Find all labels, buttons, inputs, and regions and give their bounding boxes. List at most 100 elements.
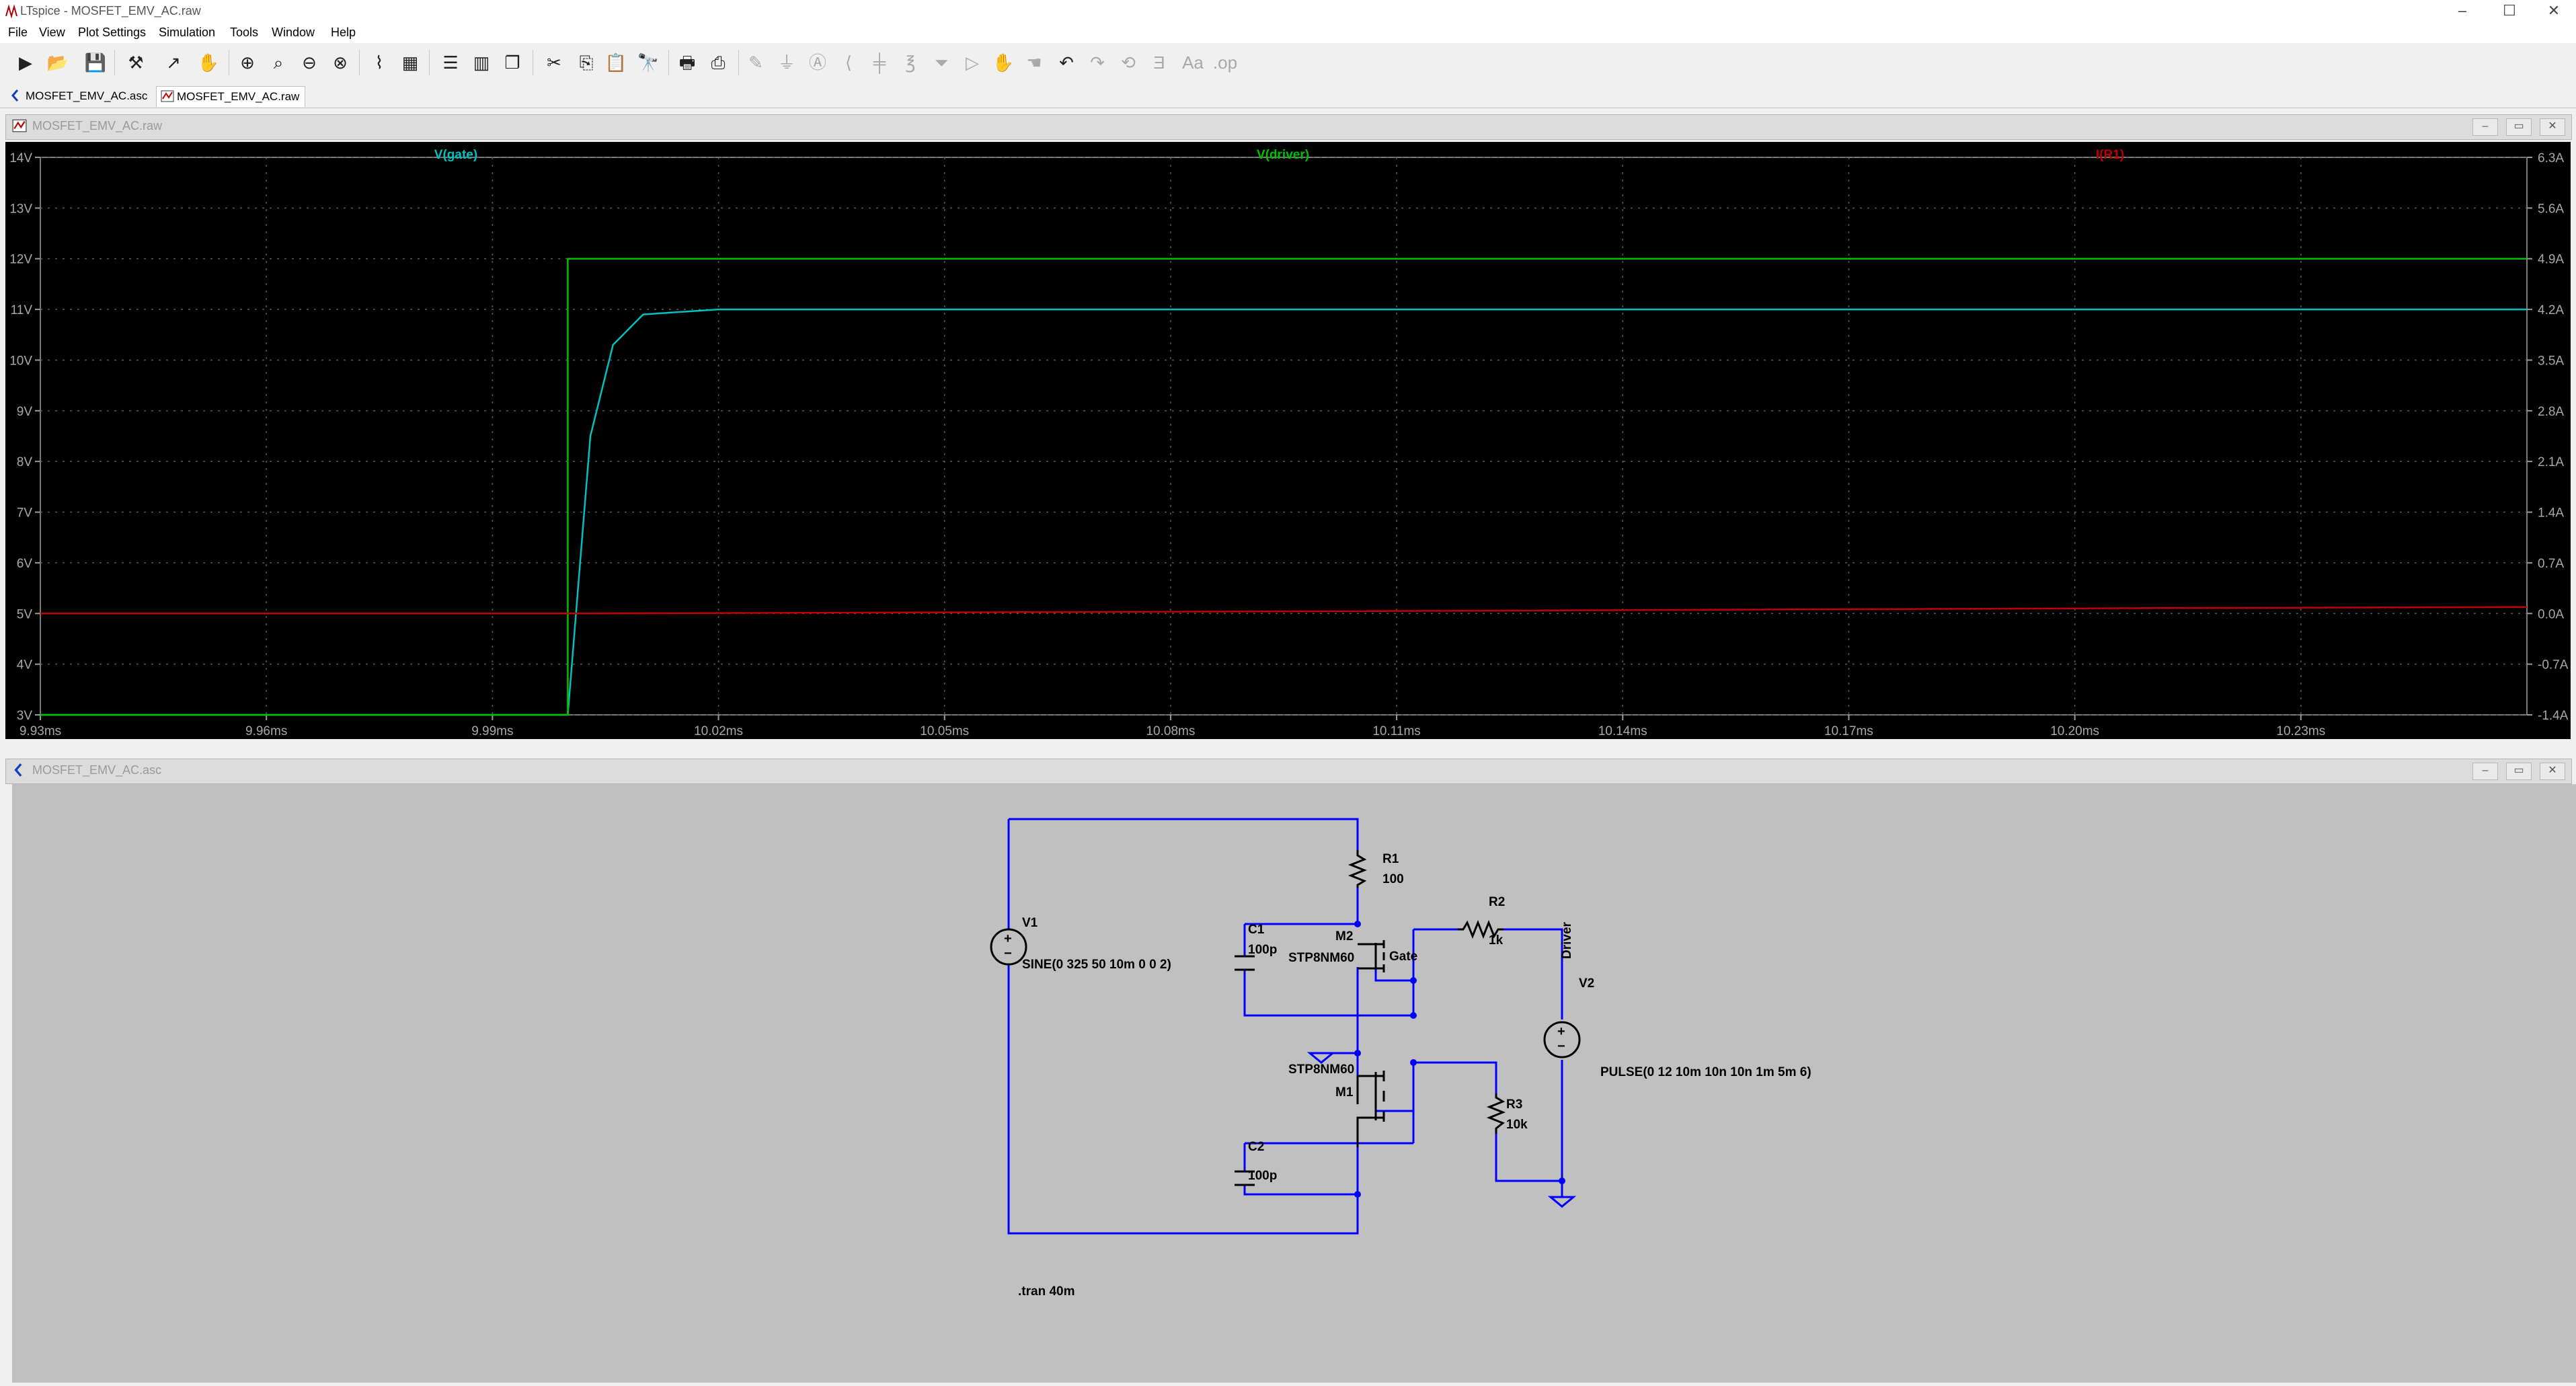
mirror-icon[interactable]: Ǝ [1153,52,1165,73]
x-tick-label: 9.96ms [245,724,287,738]
plot-window-title: MOSFET_EMV_AC.raw [32,119,163,132]
y-right-tick-label: 6.3A [2538,151,2564,165]
plot-close-button[interactable]: ✕ [2540,118,2565,136]
undo-icon[interactable]: ↶ [1059,52,1074,73]
menu-help[interactable]: Help [331,26,356,39]
capacitor-c2[interactable] [1235,1170,1255,1186]
label-r3-value: 10k [1506,1118,1528,1132]
open-icon[interactable]: 📂 [46,52,69,73]
zoom-out-icon[interactable]: ⊖ [302,52,317,73]
tab-label: MOSFET_EMV_AC.asc [26,89,148,102]
capacitor-icon[interactable]: ╪ [873,52,886,73]
mosfet-m2[interactable] [1358,940,1385,972]
schematic-close-button[interactable]: ✕ [2540,763,2565,780]
source-v1[interactable]: + − [990,928,1027,966]
zoom-in-icon[interactable]: ⊕ [240,52,255,73]
paste-icon[interactable]: 📋 [604,52,627,73]
trace-legend-label[interactable]: V(driver) [1257,148,1309,162]
y-left-tick-label: 3V [17,709,33,723]
x-tick-label: 10.14ms [1598,724,1647,738]
find-icon[interactable]: 🔭 [637,52,660,73]
text-icon[interactable]: Aa [1182,52,1204,73]
svg-text:−: − [1557,1039,1565,1054]
label-icon[interactable]: Ⓐ [808,52,826,73]
junctions [1354,921,1565,1198]
menu-view[interactable]: View [39,26,65,39]
menu-tools[interactable]: Tools [230,26,259,39]
wire-icon[interactable]: ✎ [748,52,763,73]
label-c1-ref: C1 [1248,923,1265,937]
plot-maximize-button[interactable]: ▭ [2506,118,2532,136]
x-tick-label: 10.08ms [1146,724,1195,738]
autorange-icon[interactable]: ⌇ [375,52,384,73]
trace-legend-label[interactable]: V(gate) [434,148,477,162]
y-right-tick-label: 0.0A [2538,607,2564,621]
y-right-tick-label: 4.9A [2538,253,2564,267]
plot-minimize-button[interactable]: – [2472,118,2498,136]
label-r3-ref: R3 [1506,1098,1522,1112]
label-m1-value: STP8NM60 [1288,1063,1354,1077]
copy-icon[interactable]: ⎘ [579,52,594,73]
move-icon[interactable]: ✋ [992,52,1015,73]
schematic-canvas[interactable]: + − + − [12,784,2576,1383]
menu-window[interactable]: Window [272,26,315,39]
minimize-button[interactable]: – [2458,2,2467,19]
rotate-icon[interactable]: ⟲ [1121,52,1136,73]
zoom-box-icon[interactable]: ⌕ [273,52,284,73]
schematic-minimize-button[interactable]: – [2472,763,2498,780]
close-button[interactable]: ✕ [2547,2,2561,19]
save-icon[interactable]: 💾 [84,52,107,73]
inductor-icon[interactable]: ℥ [905,52,916,73]
resistor-r3[interactable] [1486,1093,1506,1134]
run-icon[interactable]: ▶ [19,52,32,73]
y-right-tick-label: 4.2A [2538,303,2564,317]
plot-frame [40,157,2528,716]
schematic-drawing[interactable]: + − + − [12,784,2576,1383]
trace-legend-label[interactable]: I(R1) [2096,148,2124,162]
spice-directive[interactable]: .tran 40m [1018,1284,1075,1299]
grid-icon[interactable]: ▦ [401,52,419,73]
schematic-maximize-button[interactable]: ▭ [2506,763,2532,780]
x-tick-label: 9.99ms [471,724,513,738]
svg-text:+: + [1004,931,1012,946]
menu-plot-settings[interactable]: Plot Settings [78,26,147,39]
toolbar-separator [114,50,115,75]
tile-vertical-icon[interactable]: ▥ [473,52,490,73]
print-icon[interactable]: 🖶 [678,52,696,73]
spice-directive-icon[interactable]: .op [1212,52,1238,73]
redo-icon[interactable]: ↷ [1090,52,1105,73]
tile-horizontal-icon[interactable]: ☰ [442,52,459,73]
capacitor-c1[interactable] [1235,955,1255,971]
resistor-icon[interactable]: ⟨ [845,52,853,73]
drag-icon[interactable]: ☚ [1026,52,1042,73]
tab-waveform[interactable]: MOSFET_EMV_AC.raw [156,86,306,107]
cascade-icon[interactable]: ❐ [504,52,520,73]
probe-icon[interactable]: ↗ [166,52,181,73]
control-panel-icon[interactable]: ⚒ [128,52,144,73]
resistor-r2[interactable] [1458,919,1504,939]
print-setup-icon[interactable]: ⎙ [711,52,726,73]
zoom-fit-icon[interactable]: ⊗ [333,52,348,73]
waveform-chart[interactable]: 14V13V12V11V10V9V8V7V6V5V4V3V6.3A5.6A4.9… [5,142,2571,739]
diode-icon[interactable]: ⏷ [934,52,949,73]
menu-file[interactable]: File [8,26,28,39]
trace-i-r1 [40,606,2528,615]
maximize-button[interactable]: ☐ [2503,2,2516,19]
pan-hand-icon[interactable]: ✋ [197,52,220,73]
ground-icon[interactable]: ⏚ [777,52,795,73]
source-v2[interactable]: + − [1543,1021,1581,1058]
cut-icon[interactable]: ✂ [547,52,561,73]
tab-schematic[interactable]: MOSFET_EMV_AC.asc [5,86,153,106]
resistor-r1[interactable] [1348,850,1368,888]
net-label-driver: Driver [1560,921,1574,959]
menu-simulation[interactable]: Simulation [159,26,216,39]
y-right-tick-label: 2.1A [2538,455,2564,469]
mosfet-m1[interactable] [1356,1071,1385,1147]
title-bar [0,0,2576,23]
ground-symbol [1306,1052,1336,1064]
component-icon[interactable]: ▷ [966,52,979,73]
label-r1-ref: R1 [1382,852,1399,866]
y-right-tick-label: -0.7A [2538,658,2569,672]
toolbar-separator [359,50,360,75]
